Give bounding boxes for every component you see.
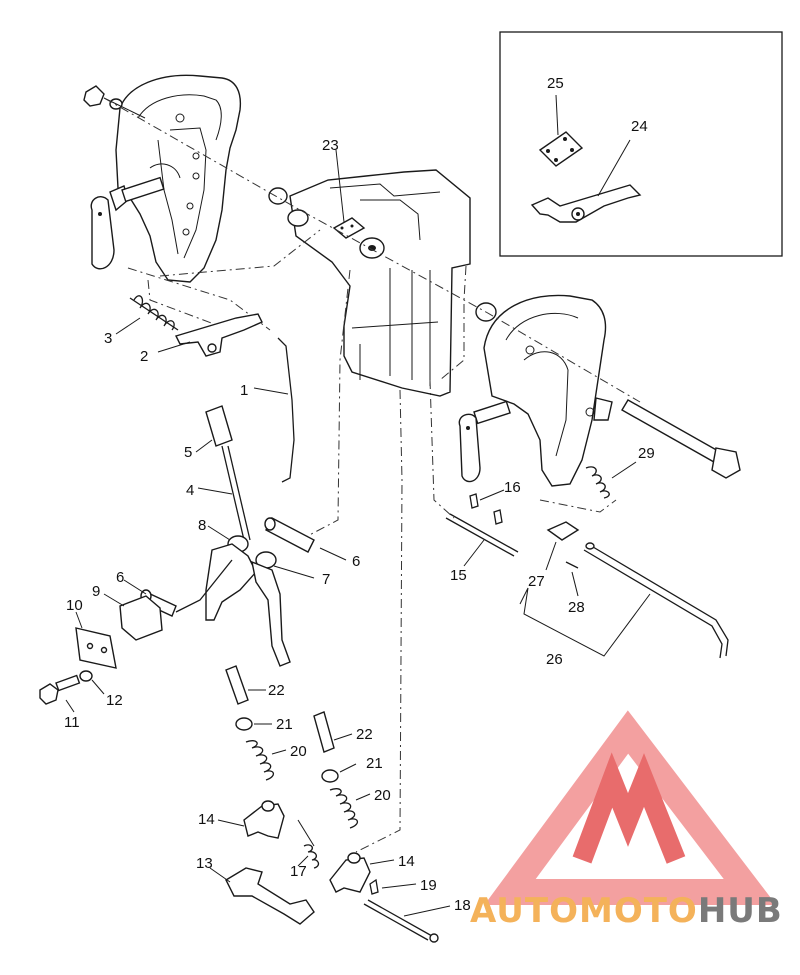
label-13: 13 [196,855,213,872]
logo-text-hub: HUB [698,891,783,931]
label-8: 8 [198,517,206,534]
label-2: 2 [140,348,148,365]
part-11-bolt [39,674,81,713]
part-1-rod [253,337,295,483]
label-26: 26 [546,651,563,668]
label-21-right: 21 [366,755,383,772]
label-20-left: 20 [290,743,307,760]
label-5: 5 [184,444,192,461]
logo-text-moto: MOTO [579,891,698,931]
part-20-spring-left [245,740,287,781]
svg-text:AUTOMOTOHUB: AUTOMOTOHUB [470,891,783,931]
label-11: 11 [64,714,80,731]
label-15: 15 [450,567,467,584]
logo-triangle [484,710,777,905]
label-3: 3 [104,330,112,347]
part-29-spring [585,461,637,499]
label-22-left: 22 [268,682,285,699]
inset-detail: 25 24 [499,31,783,257]
label-27: 27 [528,573,545,590]
label-22-right: 22 [356,726,373,743]
part-4-handle [197,445,251,541]
shift-fork-assembly [175,543,291,667]
label-23: 23 [322,137,339,154]
part-20-spring-right [329,788,371,829]
automotohub-logo: AUTOMOTOHUB [470,710,783,931]
label-20-right: 20 [374,787,391,804]
part-6-pin-upper [264,517,347,561]
label-12: 12 [106,692,123,709]
part-17-spring [297,819,320,869]
label-29: 29 [638,445,655,462]
label-7: 7 [322,571,330,588]
label-17: 17 [290,863,307,880]
part-19-clip [369,878,417,895]
label-18: 18 [454,897,471,914]
part-13-lever [209,867,315,925]
label-10: 10 [66,597,83,614]
right-clamp-bracket [458,294,741,487]
part-21-washer-right [321,763,357,783]
label-14-left: 14 [198,811,215,828]
label-24: 24 [631,118,648,135]
part-28-pin [565,561,579,597]
part-12-washer [79,670,105,695]
label-6-lower: 6 [116,569,124,586]
label-4: 4 [186,482,194,499]
label-21-left: 21 [276,716,293,733]
part-number-labels: 3 2 1 5 4 8 6 7 6 9 10 12 11 22 21 20 22… [64,137,655,914]
part-24-lever [530,139,642,223]
part-16-clips [469,489,505,525]
inset-border [499,31,783,257]
label-28: 28 [568,599,585,616]
logo-text-auto: AUTO [470,891,579,931]
part-25-plate [538,94,584,167]
part-3-spring [115,295,179,335]
label-25: 25 [547,75,564,92]
swivel-bracket [268,149,497,397]
part-9-block [103,593,163,641]
label-19: 19 [420,877,437,894]
part-22-pin-left [225,665,266,705]
part-26-rod [519,542,729,659]
part-10-plate [75,611,117,669]
part-15-rod [445,513,519,567]
label-6-upper: 6 [352,553,360,570]
part-27-plate [545,521,580,571]
part-14-lever-right [329,852,395,893]
label-1: 1 [240,382,248,399]
part-14-lever-left [217,800,285,839]
left-clamp-bracket [90,74,242,283]
label-14-right: 14 [398,853,415,870]
label-16: 16 [504,479,521,496]
part-21-washer-left [235,717,272,731]
label-9: 9 [92,583,100,600]
part-5-grip [195,405,233,453]
part-18-rod [363,899,451,943]
logo-m-mark [572,752,686,864]
part-2-lever [157,313,263,357]
part-22-pin-right [313,711,353,753]
